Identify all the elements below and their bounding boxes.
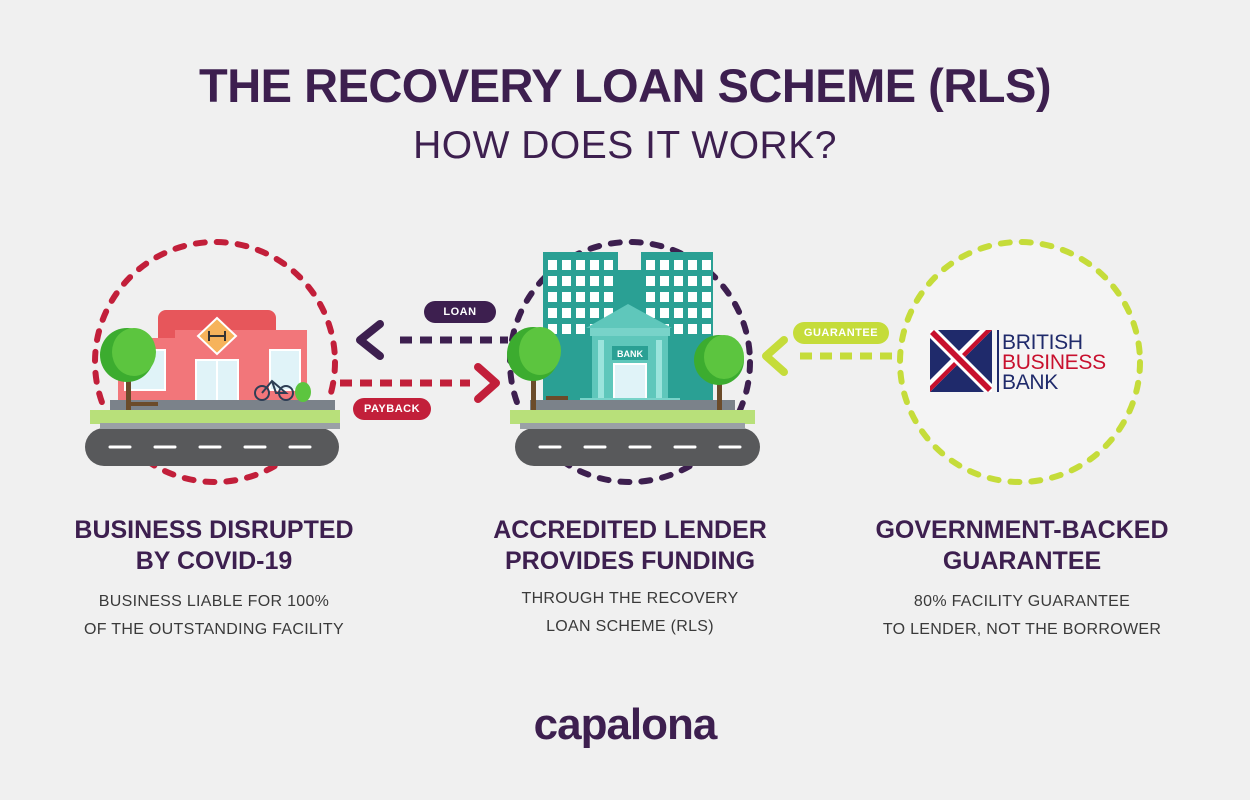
lender-heading-line1: ACCREDITED LENDER <box>493 516 767 544</box>
bank-window <box>660 292 669 302</box>
bank-illustration: BANK <box>507 252 760 466</box>
bank-window <box>688 292 697 302</box>
lender-desc-line2: LOAN SCHEME (RLS) <box>546 618 714 635</box>
page-subtitle: HOW DOES IT WORK? <box>413 124 837 167</box>
payback-arrowhead <box>474 363 500 403</box>
page-title: THE RECOVERY LOAN SCHEME (RLS) <box>199 59 1051 112</box>
lender-heading-line2: PROVIDES FUNDING <box>504 547 756 575</box>
bank-window <box>660 260 669 270</box>
bank-window <box>688 324 697 334</box>
bbb-logo-line1: BRITISH <box>1002 331 1083 354</box>
bbb-logo-line2: BUSINESS <box>1002 351 1106 374</box>
payback-label: PAYBACK <box>353 398 431 420</box>
guarantee-flow <box>762 336 892 376</box>
bank-window <box>674 308 683 318</box>
bank-window <box>702 308 711 318</box>
bank-window <box>604 292 613 302</box>
bank-window <box>674 276 683 286</box>
loan-arrowhead <box>356 320 384 360</box>
bbb-logo-text: BRITISH BUSINESS BANK <box>1002 331 1106 394</box>
bank-window <box>562 276 571 286</box>
bank-window <box>548 308 557 318</box>
guarantee-label: GUARANTEE <box>793 322 889 344</box>
bank-sign: BANK <box>617 349 643 359</box>
bank-window <box>646 292 655 302</box>
business-description: BUSINESS LIABLE FOR 100% OF THE OUTSTAND… <box>34 588 394 644</box>
guarantee-heading-line1: GOVERNMENT-BACKED <box>875 516 1169 544</box>
bank-window <box>702 292 711 302</box>
guarantee-ring <box>897 239 1143 485</box>
lender-desc-line1: THROUGH THE RECOVERY <box>521 590 739 607</box>
bank-window <box>688 260 697 270</box>
bank-window <box>702 276 711 286</box>
bank-window <box>548 276 557 286</box>
guarantee-desc-line1: 80% FACILITY GUARANTEE <box>913 593 1131 610</box>
guarantee-arrowhead <box>762 336 788 376</box>
guarantee-heading-line2: GUARANTEE <box>942 547 1102 575</box>
bank-window <box>646 308 655 318</box>
bank-window <box>674 260 683 270</box>
bank-window <box>548 292 557 302</box>
business-heading-line2: BY COVID-19 <box>135 547 293 575</box>
bank-window <box>576 276 585 286</box>
guarantee-heading: GOVERNMENT-BACKED GUARANTEE <box>842 515 1202 577</box>
bank-window <box>590 260 599 270</box>
loan-label: LOAN <box>424 301 496 323</box>
business-heading-line1: BUSINESS DISRUPTED <box>74 516 354 544</box>
bank-window <box>576 308 585 318</box>
bank-window <box>688 308 697 318</box>
bank-window <box>660 308 669 318</box>
bank-window <box>702 324 711 334</box>
capalona-logo: capalona <box>533 700 718 749</box>
bank-window <box>562 308 571 318</box>
bank-window <box>562 292 571 302</box>
bank-window <box>604 276 613 286</box>
business-desc-line2: OF THE OUTSTANDING FACILITY <box>84 621 344 638</box>
bank-window <box>548 324 557 334</box>
bank-window <box>646 260 655 270</box>
lender-description: THROUGH THE RECOVERY LOAN SCHEME (RLS) <box>450 585 810 641</box>
payback-flow <box>340 363 500 403</box>
bbb-logo-line3: BANK <box>1002 371 1058 394</box>
guarantee-desc-line2: TO LENDER, NOT THE BORROWER <box>882 621 1162 638</box>
british-business-bank-logo <box>930 330 999 392</box>
bank-window <box>548 260 557 270</box>
loan-flow <box>356 320 508 360</box>
lender-heading: ACCREDITED LENDER PROVIDES FUNDING <box>450 515 810 577</box>
shop-illustration <box>85 310 340 466</box>
bank-window <box>646 276 655 286</box>
guarantee-description: 80% FACILITY GUARANTEE TO LENDER, NOT TH… <box>842 588 1202 644</box>
business-desc-line1: BUSINESS LIABLE FOR 100% <box>98 593 330 610</box>
business-heading: BUSINESS DISRUPTED BY COVID-19 <box>34 515 394 577</box>
bank-window <box>604 260 613 270</box>
bank-window <box>562 324 571 334</box>
bank-window <box>590 292 599 302</box>
bank-window <box>674 292 683 302</box>
bank-window <box>562 260 571 270</box>
bank-window <box>604 308 613 318</box>
bank-window <box>688 276 697 286</box>
bank-window <box>674 324 683 334</box>
bank-window <box>660 276 669 286</box>
business-ring <box>92 239 338 485</box>
bank-window <box>576 260 585 270</box>
bank-window <box>590 308 599 318</box>
bank-window <box>576 292 585 302</box>
bank-window <box>702 260 711 270</box>
bank-window <box>590 276 599 286</box>
bank-window <box>576 324 585 334</box>
